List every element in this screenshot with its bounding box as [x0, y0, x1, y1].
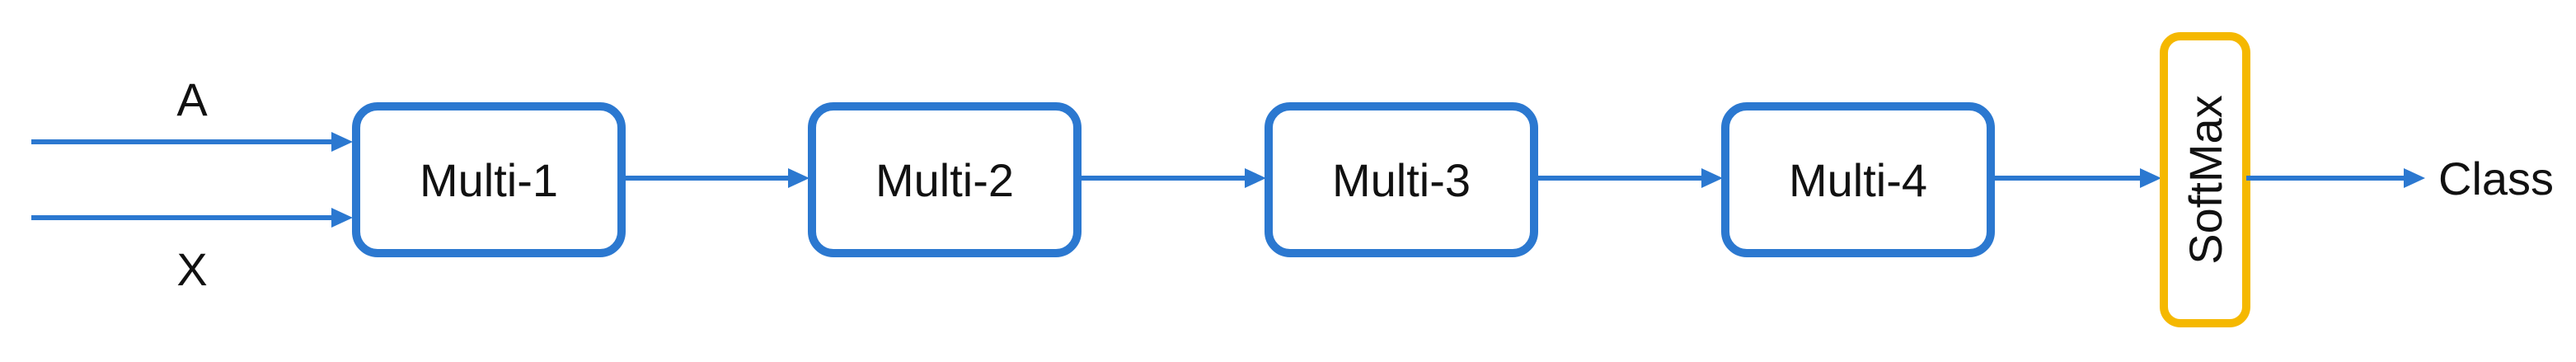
input-x-label: X — [176, 243, 207, 295]
multi-4-label: Multi-4 — [1789, 154, 1927, 206]
multi-2-label: Multi-2 — [875, 154, 1014, 206]
arrowhead-softmax-output — [2404, 168, 2425, 188]
softmax-label: SoftMax — [2180, 95, 2231, 264]
input-a-label: A — [176, 73, 208, 125]
input-x-arrowhead — [331, 208, 353, 228]
arrowhead-multi1-multi2 — [788, 168, 809, 188]
multi-3-label: Multi-3 — [1332, 154, 1471, 206]
output-class-label: Class — [2438, 153, 2554, 205]
arrowhead-multi4-softmax — [2140, 168, 2161, 188]
input-a-arrowhead — [331, 132, 353, 152]
arrowhead-multi3-multi4 — [1701, 168, 1723, 188]
arrowhead-multi2-multi3 — [1245, 168, 1266, 188]
multi-1-label: Multi-1 — [420, 154, 558, 206]
